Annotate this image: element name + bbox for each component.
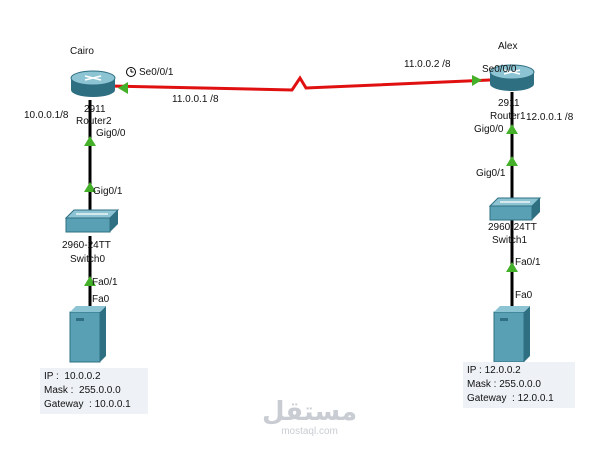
router-alex-ip: 12.0.0.1 /8 <box>526 112 574 124</box>
server-right-config: IP : 12.0.0.2 Mask : 255.0.0.0 Gateway :… <box>463 362 575 408</box>
serial-left-ip: 11.0.0.1 /8 <box>172 94 219 105</box>
clock-icon <box>126 67 136 77</box>
server-left-icon[interactable] <box>69 306 106 363</box>
router-cairo-label: Router2 <box>76 116 112 127</box>
switch1-port-up: Gig0/1 <box>476 168 506 179</box>
router-cairo-name: Cairo <box>70 46 94 57</box>
link-up-arrow-icon <box>84 276 96 286</box>
router-cairo-ip: 10.0.0.1/8 <box>24 110 69 121</box>
switch1-icon[interactable] <box>488 197 542 221</box>
switch1-name: Switch1 <box>492 235 528 246</box>
router-alex-label: Router1 <box>490 111 526 122</box>
serial-link[interactable] <box>109 75 491 92</box>
server-left-mask: Mask : 255.0.0.0 <box>44 385 121 396</box>
port-cairo-serial: Se0/0/1 <box>139 67 174 78</box>
watermark: مستقل mostaql.com <box>262 398 357 438</box>
switch0-name: Switch0 <box>70 254 106 265</box>
router-cairo-icon[interactable] <box>70 70 116 97</box>
router-cairo-model: 2911 <box>84 104 106 115</box>
link-up-arrow-icon <box>506 124 518 134</box>
switch0-port-down: Fa0/1 <box>92 277 118 288</box>
watermark-arabic: مستقل <box>262 397 358 427</box>
server-left-config: IP : 10.0.0.2 Mask : 255.0.0.0 Gateway :… <box>40 368 148 414</box>
server-left-port: Fa0 <box>92 294 110 305</box>
link-up-arrow-icon <box>506 156 518 166</box>
link-up-arrow-icon <box>84 182 96 192</box>
port-alex-serial: Se0/0/0 <box>482 64 517 75</box>
server-left-gateway: Gateway : 10.0.0.1 <box>44 399 131 410</box>
link-up-arrow-icon <box>84 136 96 146</box>
server-right-gateway: Gateway : 12.0.0.1 <box>467 393 554 404</box>
port-cairo-gig: Gig0/0 <box>96 128 126 139</box>
watermark-latin: mostaql.com <box>281 426 338 437</box>
server-right-icon[interactable] <box>493 306 530 363</box>
switch0-model: 2960-24TT <box>62 240 111 251</box>
router-alex-icon[interactable] <box>489 64 535 91</box>
router-alex-model: 2911 <box>498 98 520 109</box>
server-right-mask: Mask : 255.0.0.0 <box>467 379 541 390</box>
server-right-ip: IP : 12.0.0.2 <box>467 365 521 376</box>
switch0-port-up: Gig0/1 <box>93 186 123 197</box>
switch1-model: 2960-24TT <box>488 222 537 233</box>
serial-right-ip: 11.0.0.2 /8 <box>404 59 451 70</box>
server-left-ip: IP : 10.0.0.2 <box>44 371 101 382</box>
port-alex-gig: Gig0/0 <box>474 124 504 135</box>
switch0-icon[interactable] <box>64 209 120 233</box>
link-up-arrow-icon <box>506 262 518 272</box>
router-alex-name: Alex <box>498 41 518 52</box>
link-up-arrow-icon <box>118 82 128 94</box>
server-right-port: Fa0 <box>515 290 533 301</box>
switch1-port-down: Fa0/1 <box>515 257 541 268</box>
link-up-arrow-icon <box>472 75 482 86</box>
